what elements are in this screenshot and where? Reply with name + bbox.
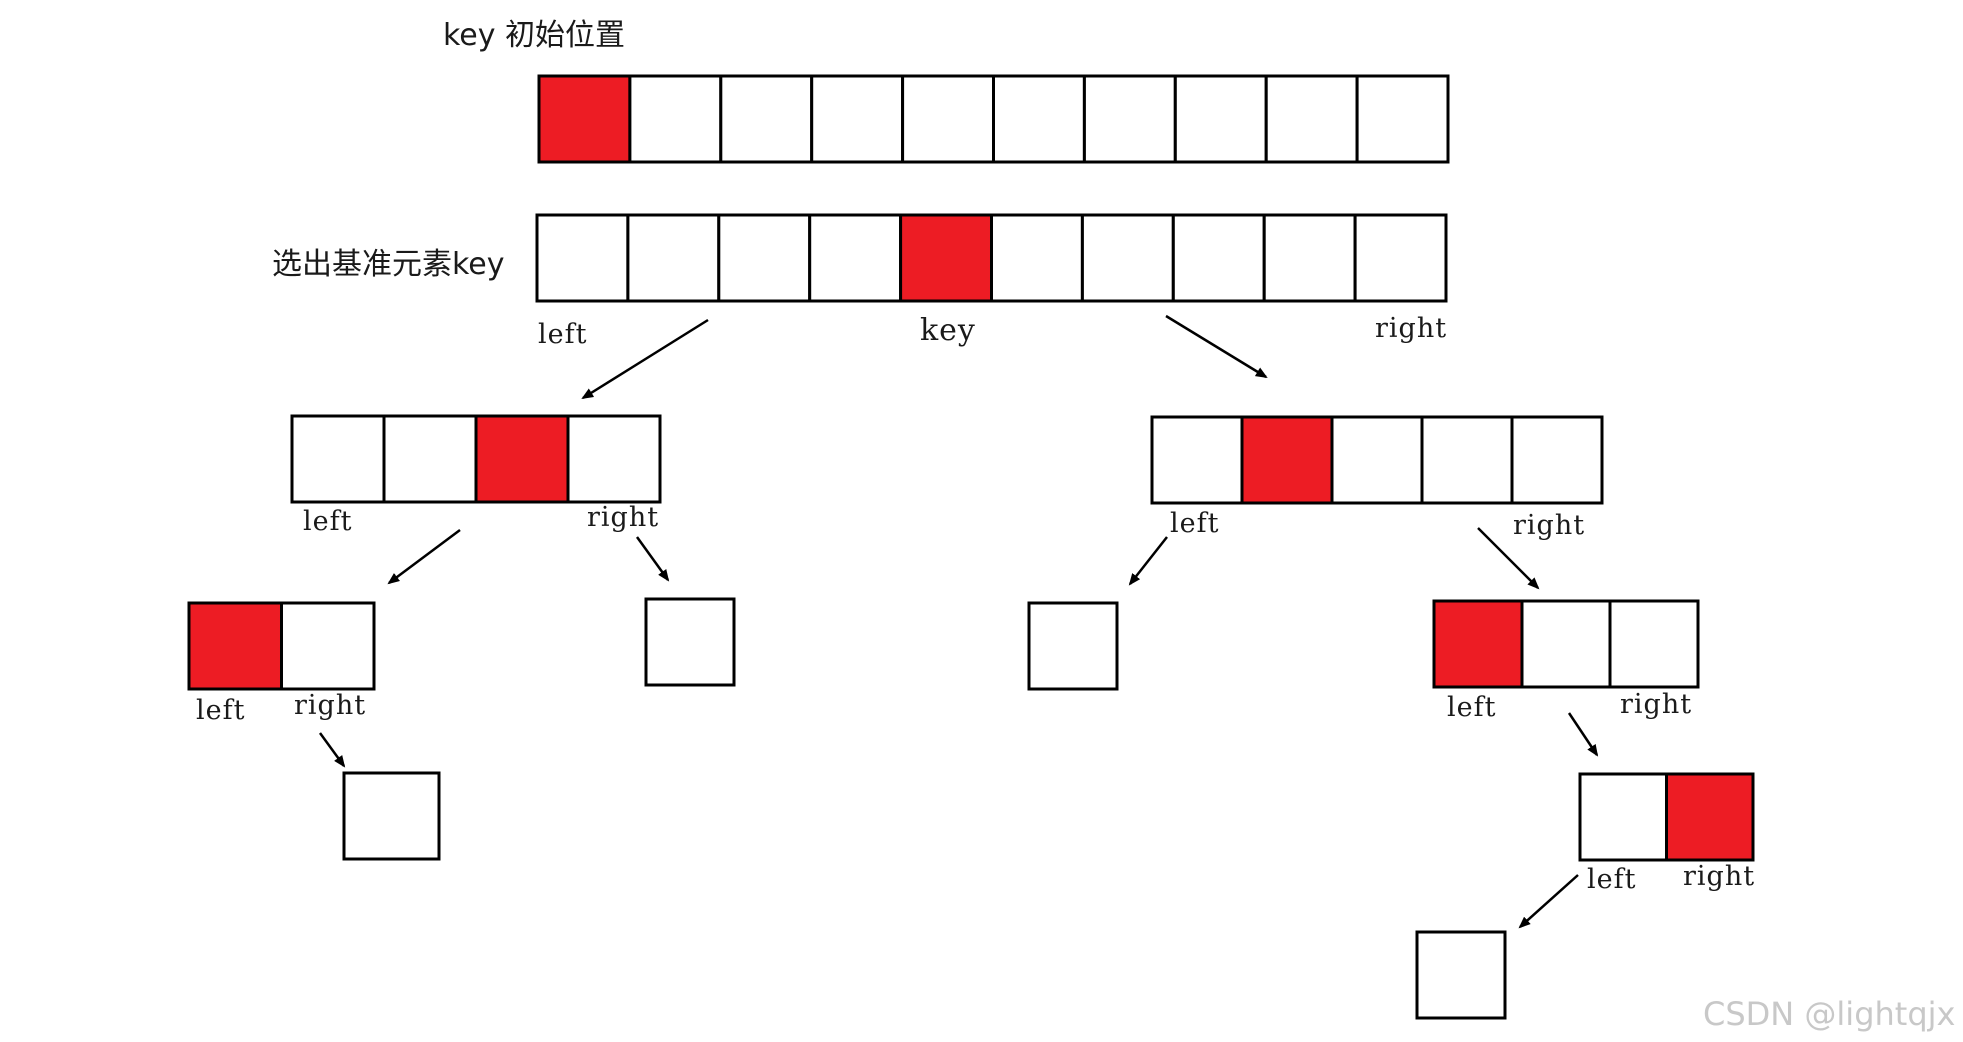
initial-position-title: key 初始位置 xyxy=(443,18,625,53)
pivot-array-cell xyxy=(1080,213,1175,303)
arrow-pivot-to-left xyxy=(581,318,709,400)
arrow-left-to-leftright xyxy=(635,536,670,582)
pivot-array-cell xyxy=(1171,213,1266,303)
arrow-left-to-leftleft xyxy=(387,528,461,585)
left-subarray-cell xyxy=(566,414,662,504)
left-left-subarray xyxy=(187,601,376,691)
ll-right-label: right xyxy=(294,690,366,721)
right-right-subarray xyxy=(1432,599,1700,689)
left-sub-right-label: right xyxy=(587,502,659,533)
right-subarray-cell-key xyxy=(1240,415,1334,505)
initial-array-cell xyxy=(628,74,723,164)
right-sub-right-label: right xyxy=(1513,510,1585,541)
left-subarray-cell xyxy=(382,414,478,504)
ll-left-label: left xyxy=(196,695,245,726)
left-subarray-cell-key xyxy=(474,414,570,504)
right-subarray-cell xyxy=(1330,415,1424,505)
pivot-left-label: left xyxy=(538,319,587,350)
right-right-subarray-cell xyxy=(1608,599,1700,689)
initial-array-cell xyxy=(719,74,814,164)
left-left-right-single-cell xyxy=(342,771,441,861)
pivot-array-cell xyxy=(626,213,721,303)
right-sub-left-label: left xyxy=(1170,508,1219,539)
pivot-array xyxy=(535,213,1448,303)
right-left-single xyxy=(1027,601,1119,691)
watermark: CSDN @lightqjx xyxy=(1703,995,1955,1033)
initial-array-cell xyxy=(1082,74,1177,164)
left-subarray xyxy=(290,414,662,504)
right-right-right-subarray xyxy=(1578,772,1755,862)
arrow-right-to-rightright xyxy=(1477,527,1540,590)
right-subarray xyxy=(1150,415,1604,505)
deepest-single xyxy=(1415,930,1507,1020)
left-sub-left-label: left xyxy=(303,506,352,537)
pivot-array-cell xyxy=(1353,213,1448,303)
pivot-array-cell xyxy=(535,213,630,303)
rr-right-label: right xyxy=(1620,689,1692,720)
initial-array-cell xyxy=(1355,74,1450,164)
rrr-left-label: left xyxy=(1587,864,1636,895)
initial-array-cell-key xyxy=(537,74,632,164)
deepest-single-cell xyxy=(1415,930,1507,1020)
left-left-subarray-cell-key xyxy=(187,601,283,691)
right-subarray-cell xyxy=(1150,415,1244,505)
arrow-pivot-to-right xyxy=(1165,314,1268,379)
arrow-rightright-to-rrr xyxy=(1567,712,1599,757)
arrow-rrr-to-single xyxy=(1518,874,1579,929)
rr-left-label: left xyxy=(1447,692,1496,723)
right-right-right-subarray-cell xyxy=(1578,772,1668,862)
arrow-right-to-rightleft xyxy=(1128,536,1168,586)
right-right-subarray-cell-key xyxy=(1432,599,1524,689)
initial-array-cell xyxy=(1173,74,1268,164)
right-subarray-cell xyxy=(1420,415,1514,505)
rrr-right-label: right xyxy=(1683,861,1755,892)
right-left-single-cell xyxy=(1027,601,1119,691)
pivot-array-cell xyxy=(717,213,812,303)
arrow-leftleft-to-single xyxy=(318,732,346,768)
pivot-array-cell xyxy=(990,213,1084,303)
pivot-array-cell xyxy=(1262,213,1357,303)
pick-pivot-label: 选出基准元素key xyxy=(272,247,505,282)
left-right-single xyxy=(644,597,736,687)
right-right-right-subarray-cell-key xyxy=(1665,772,1755,862)
left-left-right-single xyxy=(342,771,441,861)
initial-array-cell xyxy=(992,74,1086,164)
right-subarray-cell xyxy=(1510,415,1604,505)
left-subarray-cell xyxy=(290,414,386,504)
right-right-subarray-cell xyxy=(1520,599,1612,689)
left-right-single-cell xyxy=(644,597,736,687)
initial-array xyxy=(537,74,1450,164)
left-left-subarray-cell xyxy=(280,601,376,691)
pivot-array-cell-key xyxy=(899,213,993,303)
pivot-key-label: key xyxy=(920,313,976,348)
initial-array-cell xyxy=(901,74,995,164)
pivot-right-label: right xyxy=(1375,313,1447,344)
initial-array-cell xyxy=(1264,74,1359,164)
pivot-array-cell xyxy=(808,213,903,303)
initial-array-cell xyxy=(810,74,905,164)
